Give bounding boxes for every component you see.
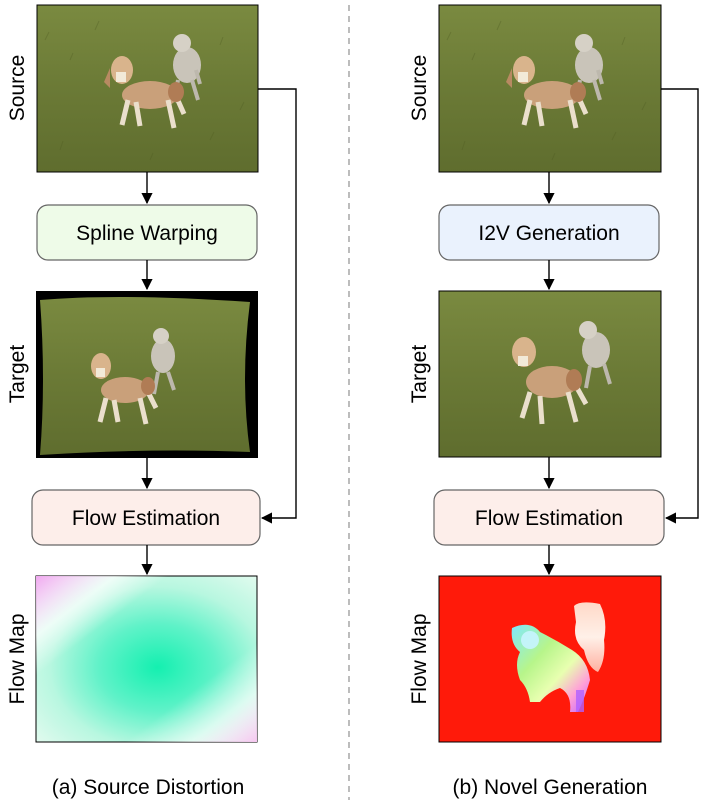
left-skip-connection-arrow (258, 88, 297, 524)
right-source-label: Source (408, 55, 431, 122)
left-target-label: Target (6, 345, 29, 404)
right-source-tan-dog (506, 56, 589, 129)
right-caption: (b) Novel Generation (453, 776, 648, 799)
left-panel: Source Spline Warping (6, 4, 297, 799)
left-target-tan-dog (91, 353, 159, 425)
left-map-label: Flow Map (6, 613, 29, 704)
right-flow-estimation-box: Flow Estimation (433, 489, 665, 546)
left-flow-label: Flow Estimation (72, 507, 220, 530)
left-source-tan-dog (104, 56, 187, 129)
right-target-label: Target (408, 345, 431, 404)
right-process-label: I2V Generation (478, 222, 619, 245)
right-flow-map-image (438, 575, 662, 743)
left-flow-estimation-box: Flow Estimation (31, 489, 261, 546)
left-target-image (36, 291, 258, 458)
left-source-label: Source (6, 55, 29, 122)
left-flow-map-image (35, 575, 258, 743)
left-spline-warping-box: Spline Warping (36, 204, 258, 261)
right-i2v-generation-box: I2V Generation (438, 204, 660, 261)
left-source-gray-dog (172, 34, 202, 103)
right-target-image (438, 290, 662, 458)
right-target-tan-dog (512, 337, 589, 425)
right-map-label: Flow Map (408, 613, 431, 704)
right-skip-connection-arrow (661, 88, 699, 524)
right-source-image (438, 4, 662, 173)
left-source-image (36, 4, 259, 173)
right-target-gray-dog (579, 321, 612, 389)
left-process-label: Spline Warping (76, 222, 218, 245)
right-flow-gray-dog-region (574, 602, 606, 672)
left-caption: (a) Source Distortion (52, 776, 245, 799)
right-flow-label: Flow Estimation (475, 507, 623, 530)
right-panel: Source I2V Generation Target (408, 4, 699, 799)
left-target-gray-dog (151, 328, 176, 395)
